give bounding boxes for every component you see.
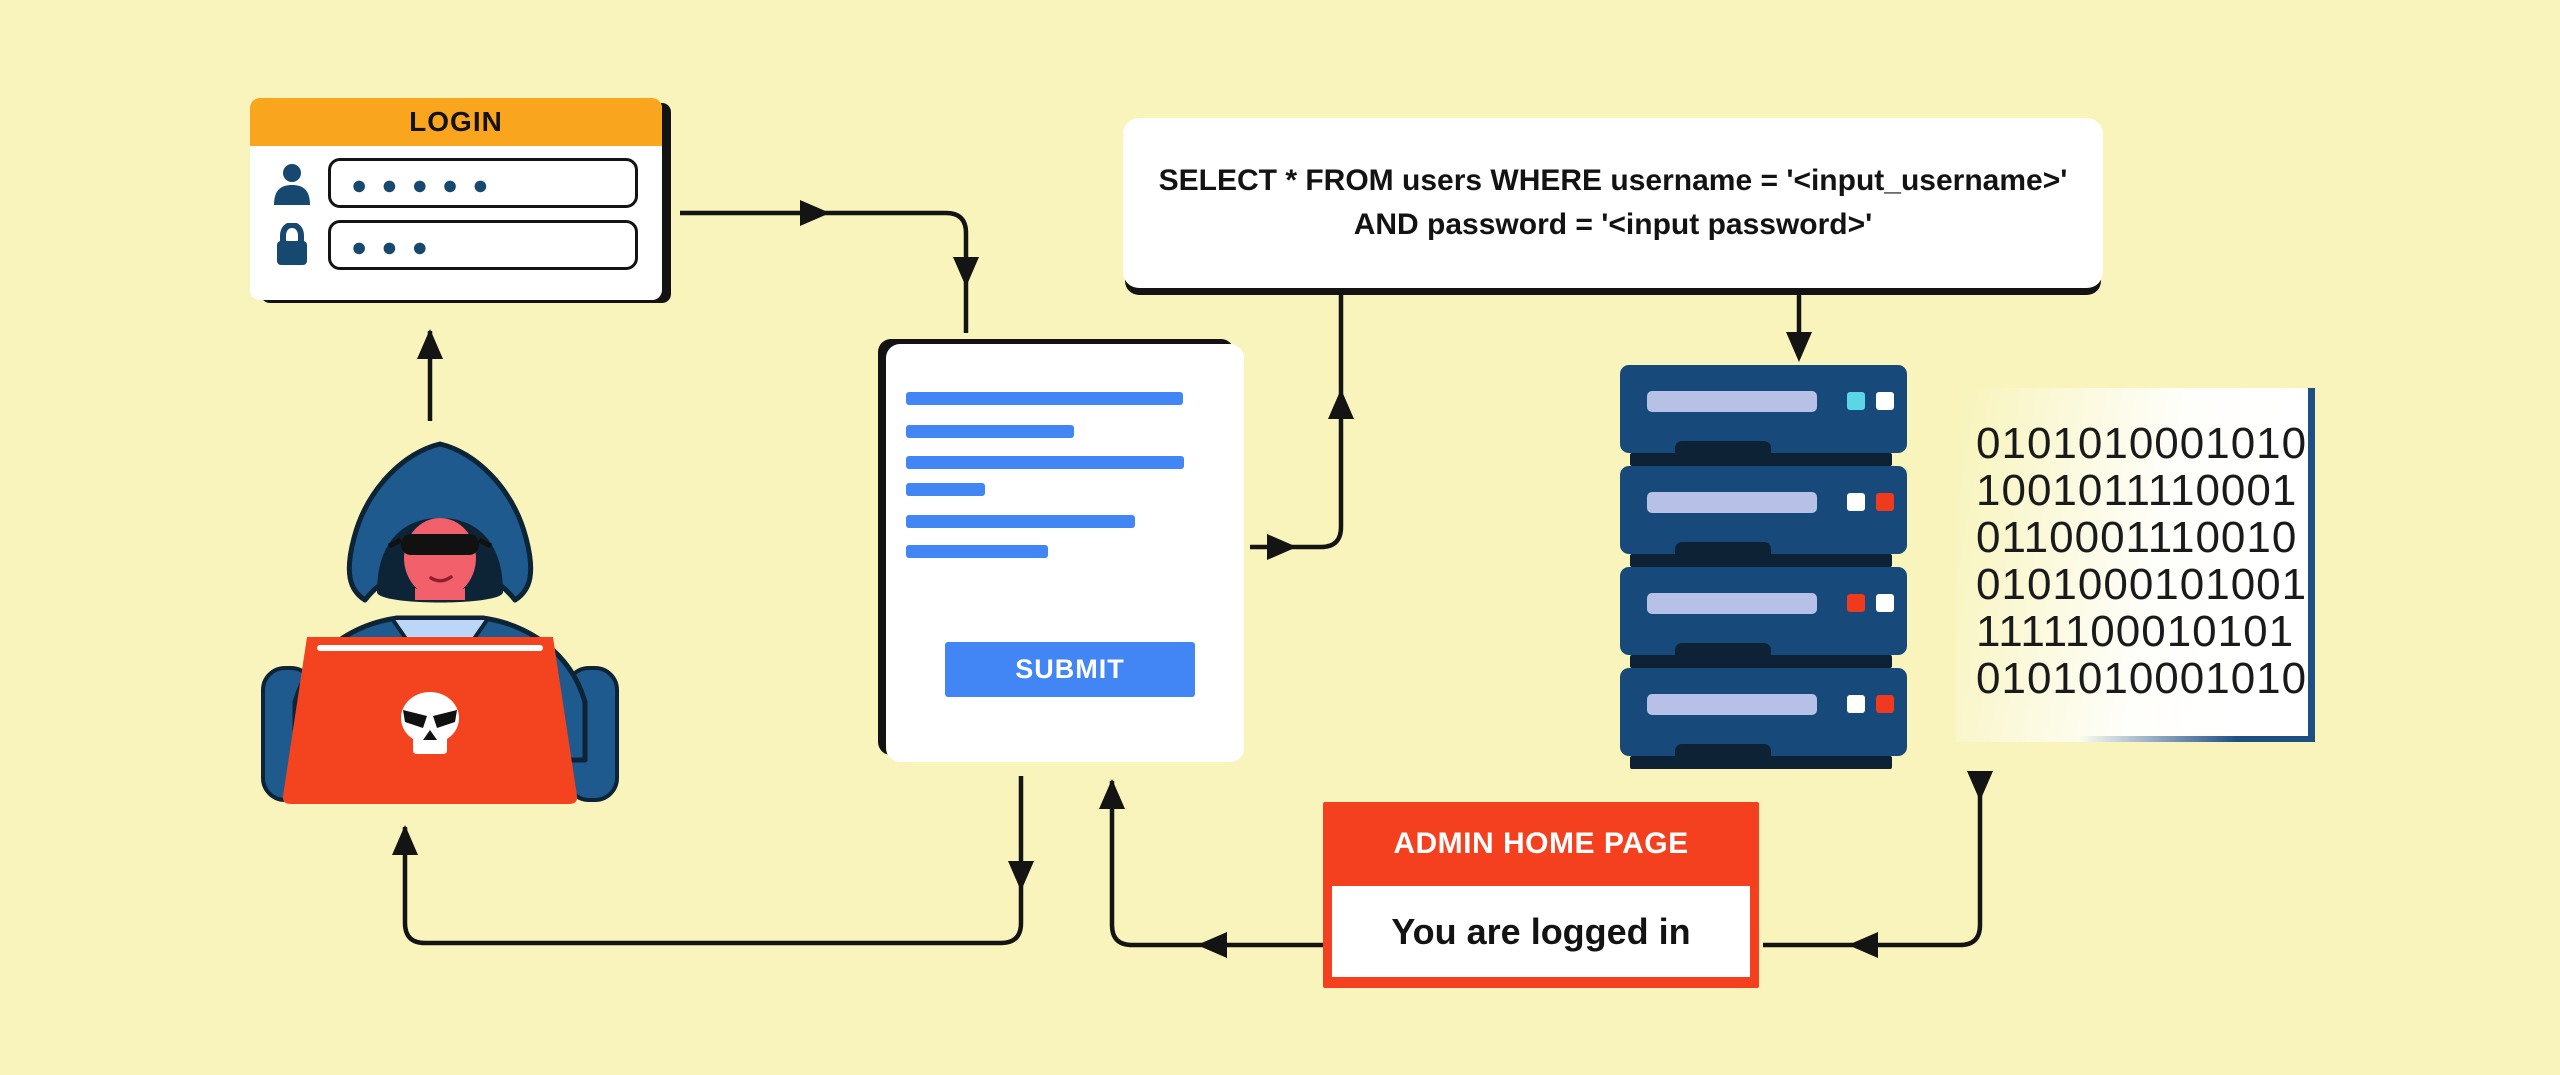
binary-line: 0101000101001 bbox=[1976, 560, 2308, 609]
server-drive-bar bbox=[1647, 391, 1817, 412]
server-unit bbox=[1620, 365, 1907, 466]
server-drive-bar bbox=[1647, 694, 1817, 715]
username-value: ●●●●● bbox=[351, 169, 503, 200]
hacker-mouth bbox=[429, 575, 453, 583]
server-base bbox=[1630, 554, 1892, 567]
binary-line: 0101010001010 bbox=[1976, 654, 2308, 703]
server-drive-bar bbox=[1647, 492, 1817, 513]
database-server-stack bbox=[1620, 365, 1907, 769]
submit-button[interactable]: SUBMIT bbox=[945, 642, 1195, 697]
sql-query-box: SELECT * FROM users WHERE username = '<i… bbox=[1123, 118, 2103, 288]
arrow-binary-to-admin bbox=[1763, 776, 1983, 948]
server-unit bbox=[1620, 567, 1907, 668]
server-vent bbox=[1675, 441, 1771, 455]
server-unit bbox=[1620, 466, 1907, 567]
admin-message: You are logged in bbox=[1391, 910, 1691, 952]
server-led bbox=[1847, 493, 1865, 511]
server-led bbox=[1876, 695, 1894, 713]
binary-data-panel: 0101010001010 1001011110001 011000111001… bbox=[1956, 388, 2315, 742]
form-text-line bbox=[906, 545, 1048, 558]
submit-button-label: SUBMIT bbox=[1015, 654, 1125, 684]
server-drive-bar bbox=[1647, 593, 1817, 614]
password-row: ●●● bbox=[270, 220, 638, 270]
admin-home-page-card: ADMIN HOME PAGE You are logged in bbox=[1323, 802, 1759, 988]
arrow-admin-to-form bbox=[1109, 781, 1323, 948]
laptop-top-edge bbox=[317, 645, 543, 651]
server-base bbox=[1630, 655, 1892, 668]
web-form-card: SUBMIT bbox=[886, 344, 1244, 762]
admin-body: You are logged in bbox=[1332, 886, 1750, 977]
binary-line: 0110001110010 bbox=[1976, 513, 2298, 562]
server-led bbox=[1847, 695, 1865, 713]
sunglasses bbox=[401, 534, 479, 555]
form-text-line bbox=[906, 483, 985, 496]
form-text-line bbox=[906, 456, 1184, 469]
binary-line: 0101010001010 bbox=[1976, 419, 2308, 468]
username-row: ●●●●● bbox=[270, 158, 638, 208]
lock-icon bbox=[270, 222, 314, 268]
login-header: LOGIN bbox=[250, 98, 662, 146]
login-title: LOGIN bbox=[409, 106, 503, 137]
arrow-form-to-sql bbox=[1250, 291, 1344, 550]
server-vent bbox=[1675, 744, 1771, 758]
arrow-form-to-hacker bbox=[402, 776, 1024, 946]
arrowheads bbox=[392, 200, 1993, 958]
server-led bbox=[1847, 392, 1865, 410]
server-led bbox=[1847, 594, 1865, 612]
server-led bbox=[1876, 493, 1894, 511]
form-text-line bbox=[906, 392, 1183, 405]
server-unit bbox=[1620, 668, 1907, 769]
sql-query-line-1: SELECT * FROM users WHERE username = '<i… bbox=[1158, 164, 2068, 197]
user-icon bbox=[270, 160, 314, 206]
server-base bbox=[1630, 756, 1892, 769]
server-led bbox=[1876, 594, 1894, 612]
hacker-face bbox=[404, 518, 476, 598]
admin-header: ADMIN HOME PAGE bbox=[1323, 802, 1759, 886]
password-value: ●●● bbox=[351, 231, 442, 262]
arrow-login-to-form bbox=[680, 210, 969, 333]
hacker-illustration bbox=[261, 441, 619, 804]
server-vent bbox=[1675, 542, 1771, 556]
login-form-card: LOGIN ●●●●● ●●● bbox=[250, 98, 662, 300]
skull-icon bbox=[401, 692, 459, 754]
server-vent bbox=[1675, 643, 1771, 657]
binary-line: 1001011110001 bbox=[1976, 466, 2298, 515]
sql-query-line-2: AND password = '<input password>' bbox=[1353, 208, 1873, 241]
form-text-line bbox=[906, 425, 1074, 438]
binary-text: 0101010001010 1001011110001 011000111001… bbox=[1976, 420, 2307, 702]
admin-title: ADMIN HOME PAGE bbox=[1393, 827, 1689, 860]
binary-line: 1111100010101 bbox=[1976, 607, 2295, 656]
form-text-line bbox=[906, 515, 1135, 528]
password-field[interactable]: ●●● bbox=[328, 220, 638, 270]
binary-panel-edge bbox=[1956, 736, 2308, 742]
server-led bbox=[1876, 392, 1894, 410]
username-field[interactable]: ●●●●● bbox=[328, 158, 638, 208]
server-base bbox=[1630, 453, 1892, 466]
